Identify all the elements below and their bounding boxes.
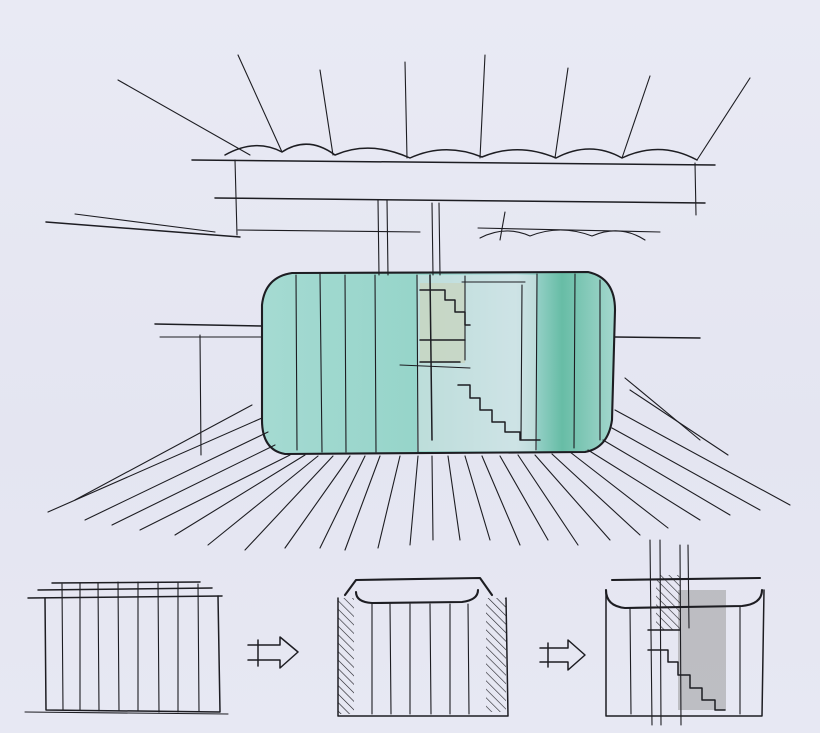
roof-vaults [224, 143, 698, 161]
arrow-icon-2 [539, 639, 586, 671]
stair-box-diagram [604, 539, 765, 726]
glass-mullions [295, 273, 601, 453]
roof-rafters [117, 54, 751, 161]
stair [419, 289, 541, 441]
notched-box-diagram [337, 576, 509, 717]
roof-canopy [45, 54, 751, 241]
box-diagram [24, 581, 229, 715]
ground-rays [47, 377, 791, 551]
structural-columns [377, 199, 441, 276]
glass-pavilion [154, 199, 701, 456]
arrow-icon [247, 636, 299, 669]
